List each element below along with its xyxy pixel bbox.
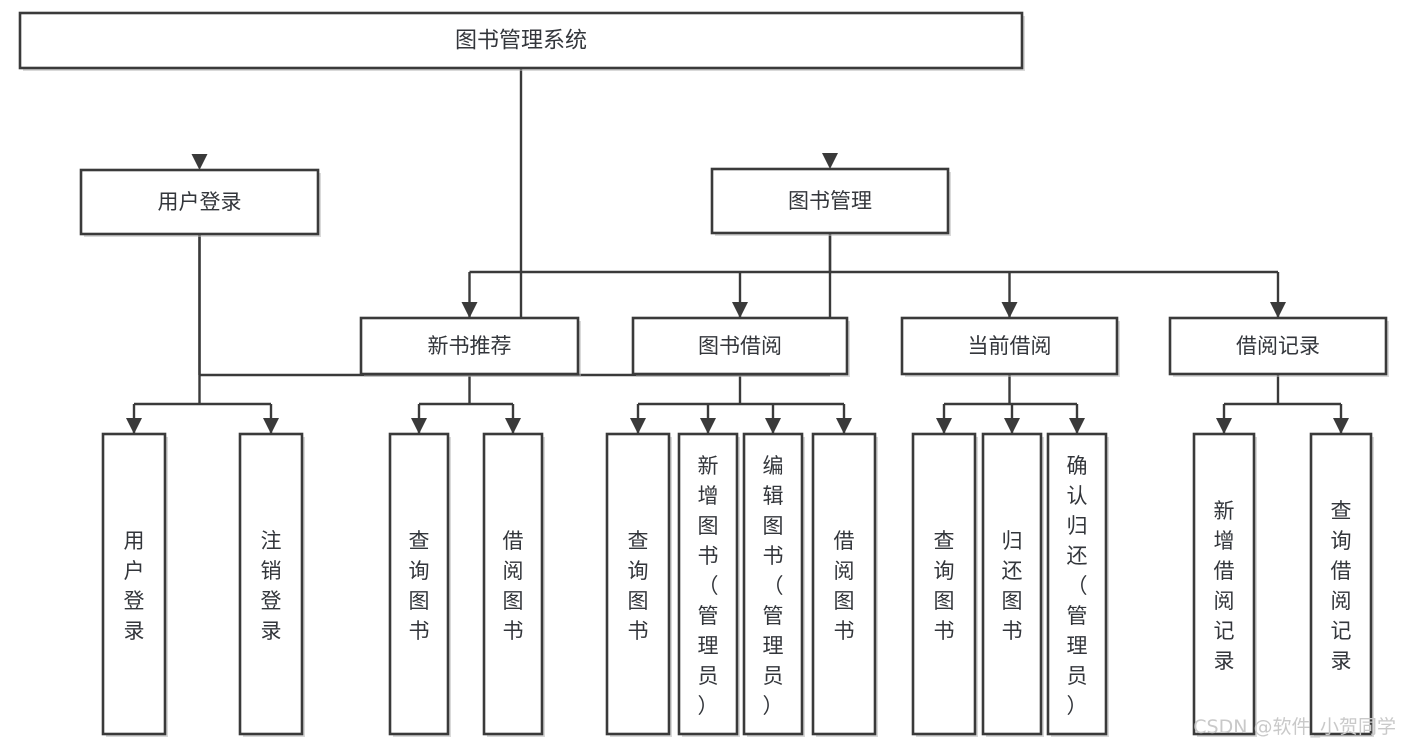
node-label-leaf-query-book-1: 查询图书	[409, 529, 430, 643]
node-label-user-login: 用户登录	[158, 190, 242, 214]
arrow-head-icon	[191, 154, 208, 170]
arrow-head-icon	[1001, 302, 1018, 318]
node-leaf-query-book-3[interactable]: 查询图书	[911, 432, 978, 737]
arrow-head-icon	[1069, 418, 1085, 434]
arrow-head-icon	[263, 418, 279, 434]
node-label-root: 图书管理系统	[455, 29, 587, 54]
arrow-head-icon	[505, 418, 521, 434]
arrow-head-icon	[1216, 418, 1232, 434]
node-label-leaf-edit-book: 编辑图书（管理员）	[763, 454, 784, 718]
arrow-head-icon	[630, 418, 646, 434]
node-label-leaf-query-book-2: 查询图书	[628, 529, 649, 643]
node-label-leaf-query-book-3: 查询图书	[934, 529, 955, 643]
node-new-book-recommend[interactable]: 新书推荐	[359, 316, 581, 377]
arrow-head-icon	[1004, 418, 1020, 434]
node-leaf-query-record[interactable]: 查询借阅记录	[1309, 432, 1374, 737]
node-label-new-book-recommend: 新书推荐	[428, 334, 512, 358]
node-label-borrow-record: 借阅记录	[1236, 334, 1320, 358]
node-label-leaf-query-record: 查询借阅记录	[1331, 499, 1352, 673]
node-leaf-add-record[interactable]: 新增借阅记录	[1192, 432, 1257, 737]
node-current-borrow[interactable]: 当前借阅	[900, 316, 1120, 377]
csdn-watermark: CSDN @软件_小贺同学	[1193, 716, 1396, 738]
node-leaf-borrow-book-2[interactable]: 借阅图书	[811, 432, 878, 737]
arrow-head-icon	[126, 418, 142, 434]
node-leaf-add-book[interactable]: 新增图书（管理员）	[677, 432, 740, 737]
node-label-book-borrow: 图书借阅	[698, 334, 782, 358]
node-leaf-query-book-2[interactable]: 查询图书	[605, 432, 672, 737]
node-leaf-user-login[interactable]: 用户登录	[101, 432, 168, 737]
node-layer: 图书管理系统用户登录图书管理新书推荐图书借阅当前借阅借阅记录用户登录注销登录查询…	[18, 11, 1389, 737]
node-leaf-query-book-1[interactable]: 查询图书	[388, 432, 451, 737]
node-label-leaf-borrow-book-1: 借阅图书	[503, 529, 524, 643]
node-leaf-borrow-book-1[interactable]: 借阅图书	[482, 432, 545, 737]
node-label-leaf-logout: 注销登录	[261, 529, 282, 643]
node-book-borrow[interactable]: 图书借阅	[631, 316, 850, 377]
arrow-head-icon	[765, 418, 781, 434]
arrow-head-icon	[1270, 302, 1286, 318]
node-user-login[interactable]: 用户登录	[79, 168, 321, 237]
node-label-leaf-add-book: 新增图书（管理员）	[698, 454, 719, 718]
node-root[interactable]: 图书管理系统	[18, 11, 1025, 71]
node-borrow-record[interactable]: 借阅记录	[1168, 316, 1389, 377]
node-label-leaf-borrow-book-2: 借阅图书	[834, 529, 855, 643]
arrow-head-icon	[1333, 418, 1349, 434]
arrow-head-icon	[411, 418, 427, 434]
node-label-book-management: 图书管理	[788, 189, 872, 213]
connector-layer	[126, 68, 1349, 434]
node-leaf-return-book[interactable]: 归还图书	[981, 432, 1044, 737]
arrow-head-icon	[700, 418, 716, 434]
node-label-current-borrow: 当前借阅	[968, 334, 1052, 358]
node-leaf-logout[interactable]: 注销登录	[238, 432, 305, 737]
node-label-leaf-user-login: 用户登录	[124, 529, 145, 643]
node-label-leaf-confirm-return: 确认归还（管理员）	[1067, 454, 1088, 718]
arrow-head-icon	[936, 418, 952, 434]
node-label-leaf-return-book: 归还图书	[1002, 529, 1023, 643]
arrow-head-icon	[461, 302, 478, 318]
arrow-head-icon	[732, 302, 748, 318]
arrow-head-icon	[836, 418, 852, 434]
node-book-management[interactable]: 图书管理	[710, 167, 951, 236]
node-label-leaf-add-record: 新增借阅记录	[1214, 499, 1235, 673]
arrow-head-icon	[822, 153, 838, 169]
node-leaf-confirm-return[interactable]: 确认归还（管理员）	[1046, 432, 1109, 737]
node-leaf-edit-book[interactable]: 编辑图书（管理员）	[742, 432, 805, 737]
